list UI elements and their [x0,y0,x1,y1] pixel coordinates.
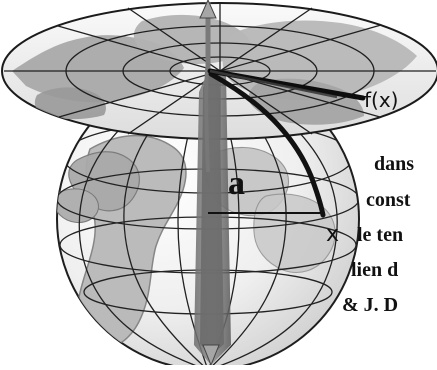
caption-line-2: const [366,189,411,211]
label-fx: f(x) [364,88,398,112]
label-x: x [326,222,339,247]
caption-line-3: le ten [357,224,403,246]
caption-line-1: dans [374,153,414,175]
caption-line-4: lien d [351,259,398,281]
label-a: a [228,165,245,202]
caption-line-5: & J. D [342,294,398,316]
